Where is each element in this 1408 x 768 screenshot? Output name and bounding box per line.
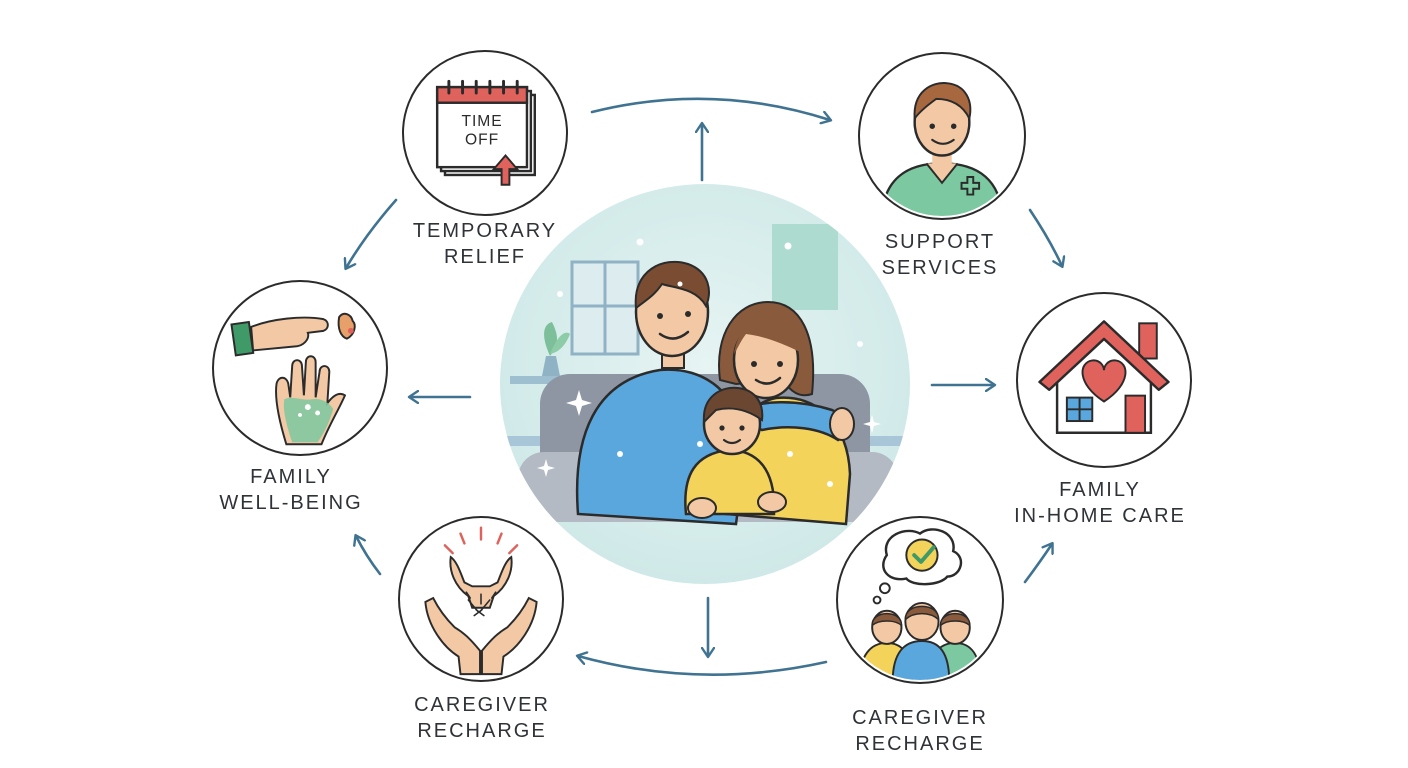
group-checkmark-thought-icon	[858, 528, 982, 681]
nurse-icon	[880, 82, 1004, 217]
label-line: RECHARGE	[417, 720, 547, 742]
calendar-time-off-icon: TIME OFF	[435, 79, 536, 186]
label-line: RECHARGE	[855, 733, 985, 755]
arrow-recharge-to-wellbeing	[356, 536, 382, 576]
node-support-services	[858, 52, 1026, 220]
house-heart-icon	[1038, 320, 1170, 434]
label-line: WELL-BEING	[219, 492, 363, 514]
node-temporary-relief: TIME OFF	[402, 50, 568, 216]
label-temporary-relief: TEMPORARY RELIEF	[395, 218, 575, 270]
calendar-text-line-1: TIME	[461, 113, 502, 130]
label-line: FAMILY	[250, 466, 332, 488]
center-illustration	[500, 184, 910, 584]
label-line: SUPPORT	[884, 231, 996, 253]
label-caregiver-recharge-right: CAREGIVER RECHARGE	[830, 705, 1010, 757]
label-caregiver-recharge-left: CAREGIVER RECHARGE	[392, 692, 572, 744]
node-caregiver-recharge-right	[836, 516, 1004, 684]
label-family-in-home-care: FAMILY IN-HOME CARE	[990, 477, 1210, 529]
label-line: RELIEF	[443, 246, 527, 268]
calendar-text-line-2: OFF	[465, 132, 499, 149]
arrow-top-curve	[590, 97, 830, 120]
family-on-couch-illustration	[500, 184, 910, 584]
label-line: SERVICES	[881, 257, 999, 279]
node-family-well-being	[212, 280, 388, 456]
arrow-support-to-home	[1028, 208, 1062, 266]
arrow-recharge-to-home	[1023, 544, 1052, 584]
label-family-well-being: FAMILY WELL-BEING	[200, 464, 382, 516]
arrow-relief-to-wellbeing	[346, 198, 398, 268]
label-line: CAREGIVER	[852, 707, 988, 729]
arrow-bottom-curve	[578, 656, 828, 676]
label-line: TEMPORARY	[412, 220, 558, 242]
hands-care-icon	[230, 312, 356, 446]
node-caregiver-recharge-left	[398, 516, 564, 682]
hands-sparkle-icon	[424, 526, 538, 676]
label-line: CAREGIVER	[414, 694, 550, 716]
node-family-in-home-care	[1016, 292, 1192, 468]
label-line: IN-HOME CARE	[1014, 505, 1186, 527]
label-line: FAMILY	[1059, 479, 1141, 501]
label-support-services: SUPPORT SERVICES	[850, 229, 1030, 281]
